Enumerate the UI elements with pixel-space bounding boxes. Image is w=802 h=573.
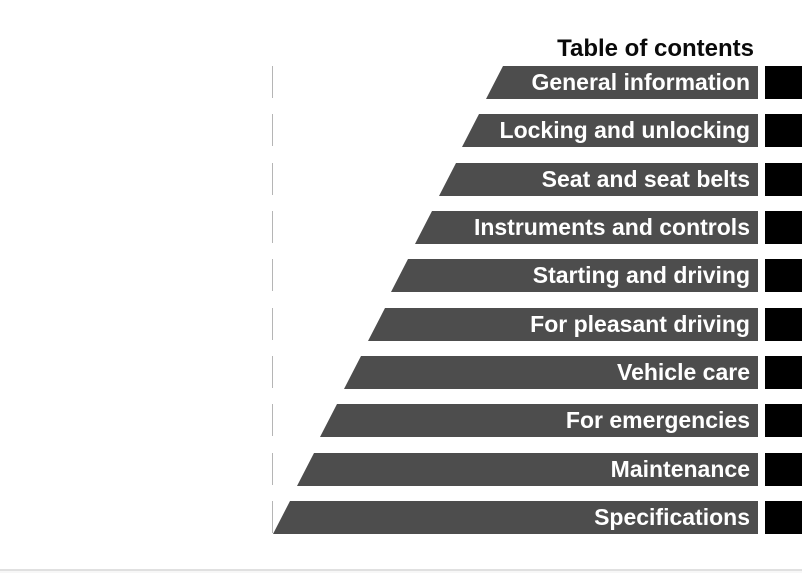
row-tick [272,259,273,291]
chapter-label: Specifications [594,504,750,530]
chapter-bar: Vehicle care [344,356,758,389]
chapter-bar: General information [486,66,758,99]
chapter-bar: Starting and driving [391,259,758,292]
chapter-tab-marker [765,356,802,389]
chapter-label: For emergencies [565,407,750,433]
row-tick [272,308,273,340]
row-tick [272,66,273,98]
chapter-tab-marker [765,404,802,437]
chapter-bar: Locking and unlocking [462,114,758,147]
chapter-tab-marker [765,114,802,147]
chapter-label: Starting and driving [532,262,750,288]
chapter-label: Instruments and controls [473,214,750,240]
chapter-label: Seat and seat belts [541,166,750,192]
chapter-tab-marker [765,211,802,244]
row-tick [272,211,273,243]
chapter-tab-marker [765,501,802,534]
chapter-label: For pleasant driving [530,311,750,337]
chapter-bar: For emergencies [320,404,758,437]
row-tick [272,114,273,146]
chapter-tab-marker [765,163,802,196]
chapter-label: General information [531,69,750,95]
chapter-bar: Specifications [273,501,758,534]
chapter-bar: For pleasant driving [368,308,758,341]
row-tick [272,356,273,388]
page-edge-strip [0,571,802,573]
row-tick [272,404,273,436]
chapter-tab-marker [765,453,802,486]
row-tick [272,501,273,533]
bottom-rule [0,569,802,571]
chapter-tab-marker [765,308,802,341]
row-tick [272,163,273,195]
page-title: Table of contents [557,35,754,62]
chapter-tab-marker [765,259,802,292]
chapter-label: Locking and unlocking [499,117,750,143]
chapter-bar: Seat and seat belts [439,163,758,196]
chapter-tab-marker [765,66,802,99]
chapter-label: Vehicle care [617,359,750,385]
chapter-bar: Instruments and controls [415,211,758,244]
row-tick [272,453,273,485]
chapter-label: Maintenance [610,456,750,482]
chapter-bar: Maintenance [297,453,758,486]
